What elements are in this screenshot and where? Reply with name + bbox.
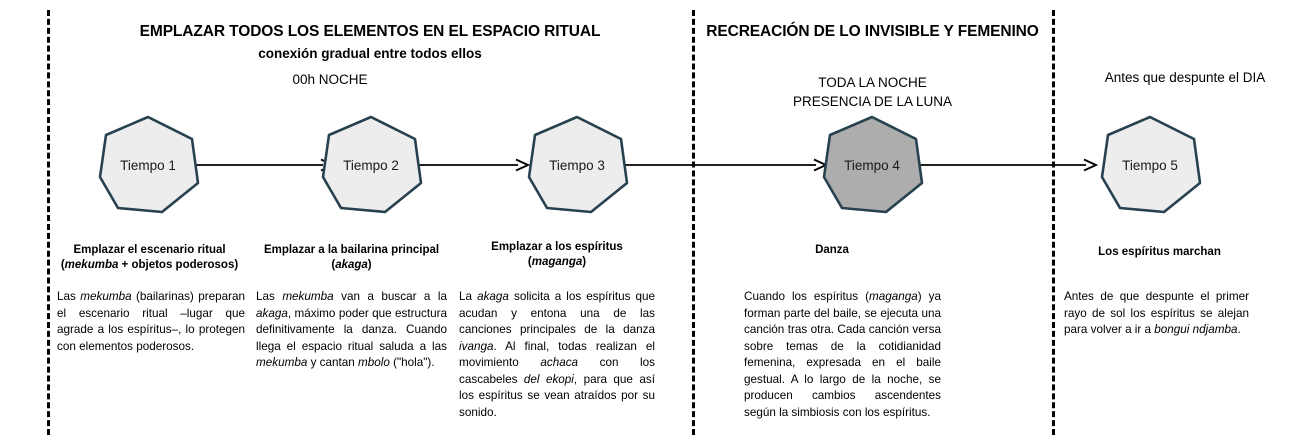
connector-1-2 (195, 158, 335, 172)
heptagon-shape-3 (527, 115, 629, 214)
step-caption-5: Los espíritus marchan (1062, 245, 1257, 260)
step-caption-2-line2-pre: ( (331, 259, 336, 271)
step-caption-1-line2-em: mekumba (64, 259, 119, 271)
step-body-5: Antes de que despunte el primer rayo de … (1064, 290, 1249, 336)
node-tiempo-4[interactable]: Tiempo 4 (820, 115, 924, 215)
step-caption-3-line2-em: maganga (531, 256, 583, 268)
node-tiempo-2[interactable]: Tiempo 2 (319, 115, 423, 215)
step-caption-2-line2-post: ) (367, 259, 372, 271)
step-body-3: La akaga solicita a los espíritus que ac… (459, 290, 656, 419)
section-divider-left (47, 10, 50, 435)
term-ivanga: ivanga (459, 339, 494, 353)
node-tiempo-1[interactable]: Tiempo 1 (96, 115, 200, 215)
step-caption-3-line2-pre: ( (527, 256, 532, 268)
heptagon-shape-4 (822, 115, 924, 214)
node-tiempo-5[interactable]: Tiempo 5 (1098, 115, 1202, 215)
section-divider-middle (692, 10, 695, 435)
section-time-amanecer: Antes que despunte el DIA (1104, 70, 1266, 85)
connector-2-3 (405, 158, 530, 172)
connector-3-4 (616, 158, 828, 172)
step-caption-3-line1: Emplazar a los espíritus (491, 241, 623, 253)
connector-4-5 (908, 158, 1098, 172)
step-caption-1: Emplazar el escenario ritual (mekumba + … (52, 243, 247, 273)
term-mbolo: mbolo (358, 356, 390, 369)
step-caption-3: Emplazar a los espíritus (maganga) (457, 240, 657, 270)
heptagon-shape-2 (321, 115, 423, 214)
step-body-4: Cuando los espíritus (maganga) ya forman… (744, 290, 942, 419)
term-mekumba: mekumba (80, 290, 132, 303)
step-caption-5-line1: Los espíritus marchan (1098, 246, 1221, 258)
term-akaga: akaga (256, 306, 288, 320)
section-divider-right (1052, 10, 1055, 435)
term-del-ekopi: del ekopi (523, 372, 574, 386)
step-body-1: Las mekumba (bailarinas) preparan el esc… (57, 290, 246, 353)
step-caption-1-line2-post: + objetos poderosos) (118, 259, 239, 271)
section-title-recreacion: RECREACIÓN DE LO INVISIBLE Y FEMENINO (706, 23, 1039, 40)
step-caption-2-line2-em: akaga (335, 259, 368, 271)
node-tiempo-3[interactable]: Tiempo 3 (525, 115, 629, 215)
step-caption-3-line2-post: ) (582, 256, 587, 268)
step-caption-2: Emplazar a la bailarina principal (akaga… (254, 243, 449, 273)
step-caption-4: Danza (742, 243, 922, 258)
step-caption-1-line1: Emplazar el escenario ritual (73, 244, 226, 256)
term-mekumba: mekumba (282, 290, 334, 303)
term-maganga: maganga (869, 290, 918, 303)
step-body-2: Las mekumba van a buscar a la akaga, máx… (256, 290, 447, 369)
step-caption-2-line1: Emplazar a la bailarina principal (263, 244, 440, 256)
term-achaca: achaca (540, 356, 579, 369)
step-caption-4-line1: Danza (815, 244, 849, 256)
section-time-emplazar: 00h NOCHE (292, 72, 368, 87)
section-title-emplazar: EMPLAZAR TODOS LOS ELEMENTOS EN EL ESPAC… (139, 23, 601, 40)
term-mekumba: mekumba (256, 356, 308, 369)
section-subtitle-emplazar: conexión gradual entre todos ellos (258, 46, 482, 61)
heptagon-shape-5 (1100, 115, 1202, 214)
term-akaga: akaga (477, 290, 509, 303)
step-caption-1-line2-pre: ( (60, 259, 65, 271)
term-bongui-ndjamba: bongui ndjamba (1154, 323, 1238, 336)
heptagon-shape-1 (98, 115, 200, 214)
section-time-recreacion: TODA LA NOCHE PRESENCIA DE LA LUNA (792, 75, 953, 109)
